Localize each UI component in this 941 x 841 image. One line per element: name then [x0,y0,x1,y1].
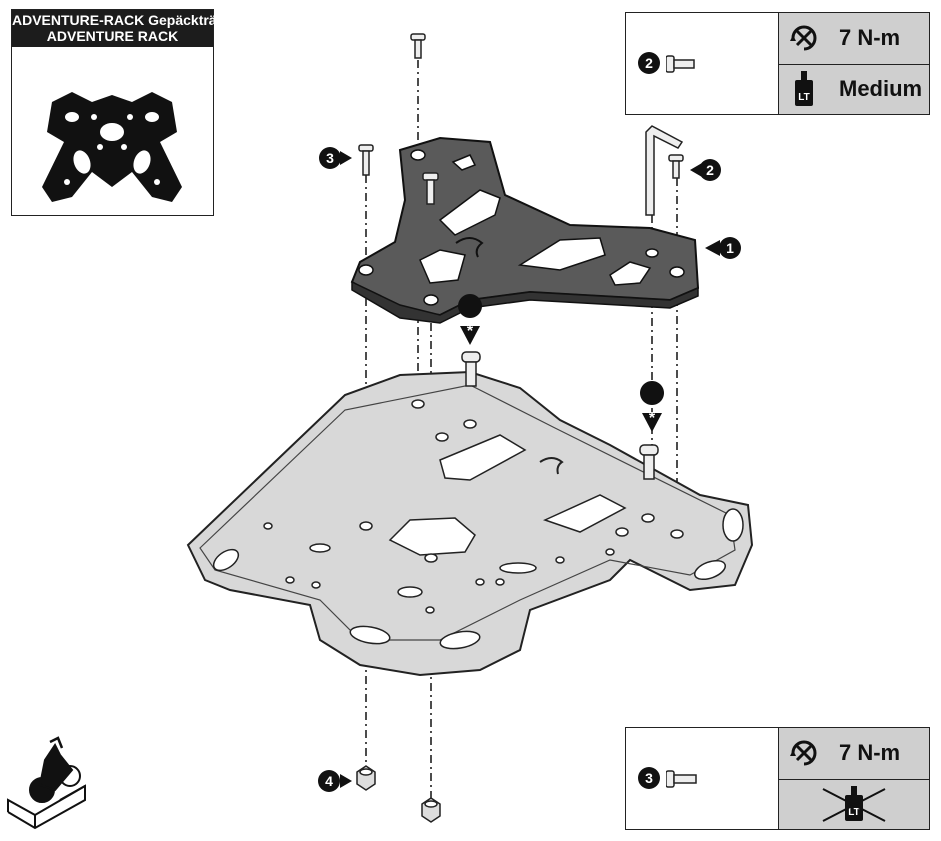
threadlock-row: LT Medium [779,64,929,115]
callout-4: 4 [318,770,352,792]
screw-icon [666,770,697,788]
part-badge: 3 [638,767,660,789]
spec-values-cell: 7 N-m LT [779,728,929,829]
top-plate-part-1 [350,136,700,324]
reference-header: ADVENTURE-RACK Gepäckträger ADVENTURE RA… [12,10,239,47]
torque-row: 7 N-m [779,728,929,780]
torque-value: 7 N-m [839,740,901,766]
asterisk-marker-1: * [458,294,483,345]
adventure-rack-thumbnail [42,92,182,202]
adventure-rack-base [186,370,754,677]
svg-text:*: * [649,410,656,427]
motorcycle-icon [7,736,86,830]
callout-2: 2 [690,159,721,181]
callout-1: 1 [705,237,741,259]
svg-text:3: 3 [326,150,334,166]
svg-text:LT: LT [848,807,859,818]
svg-text:LT: LT [798,92,809,103]
spec-values-cell: 7 N-m LT Medium [779,13,929,114]
torque-spec-table-top: 2 7 N-m LT Medium [625,12,930,115]
torque-row: 7 N-m [779,13,929,65]
no-threadlock-row: LT [779,779,929,830]
callout-3: 3 [319,147,352,169]
reference-title-de: ADVENTURE-RACK Gepäckträger [12,12,239,28]
threadlock-bottle-icon: LT [795,70,813,106]
torque-wrench-icon [790,25,817,51]
threadlock-strength: Medium [839,75,923,101]
svg-text:2: 2 [706,162,714,178]
screws [358,33,684,480]
svg-text:4: 4 [325,773,333,789]
allen-key-icon [645,125,684,216]
screw-icon [666,55,695,73]
torque-wrench-icon [790,740,817,766]
asterisk-marker-2: * [640,381,665,432]
part-badge: 2 [638,52,660,74]
torque-spec-table-bottom: 3 7 N-m LT [625,727,930,830]
svg-text:*: * [467,323,474,340]
nuts [356,765,441,823]
svg-text:1: 1 [726,240,734,256]
reference-title-en: ADVENTURE RACK [46,28,179,44]
reference-box: ADVENTURE-RACK Gepäckträger ADVENTURE RA… [11,9,239,216]
spec-part-cell: 2 [626,13,779,114]
no-threadlock-icon: LT [822,785,886,822]
torque-value: 7 N-m [839,25,901,51]
spec-part-cell: 3 [626,728,779,829]
